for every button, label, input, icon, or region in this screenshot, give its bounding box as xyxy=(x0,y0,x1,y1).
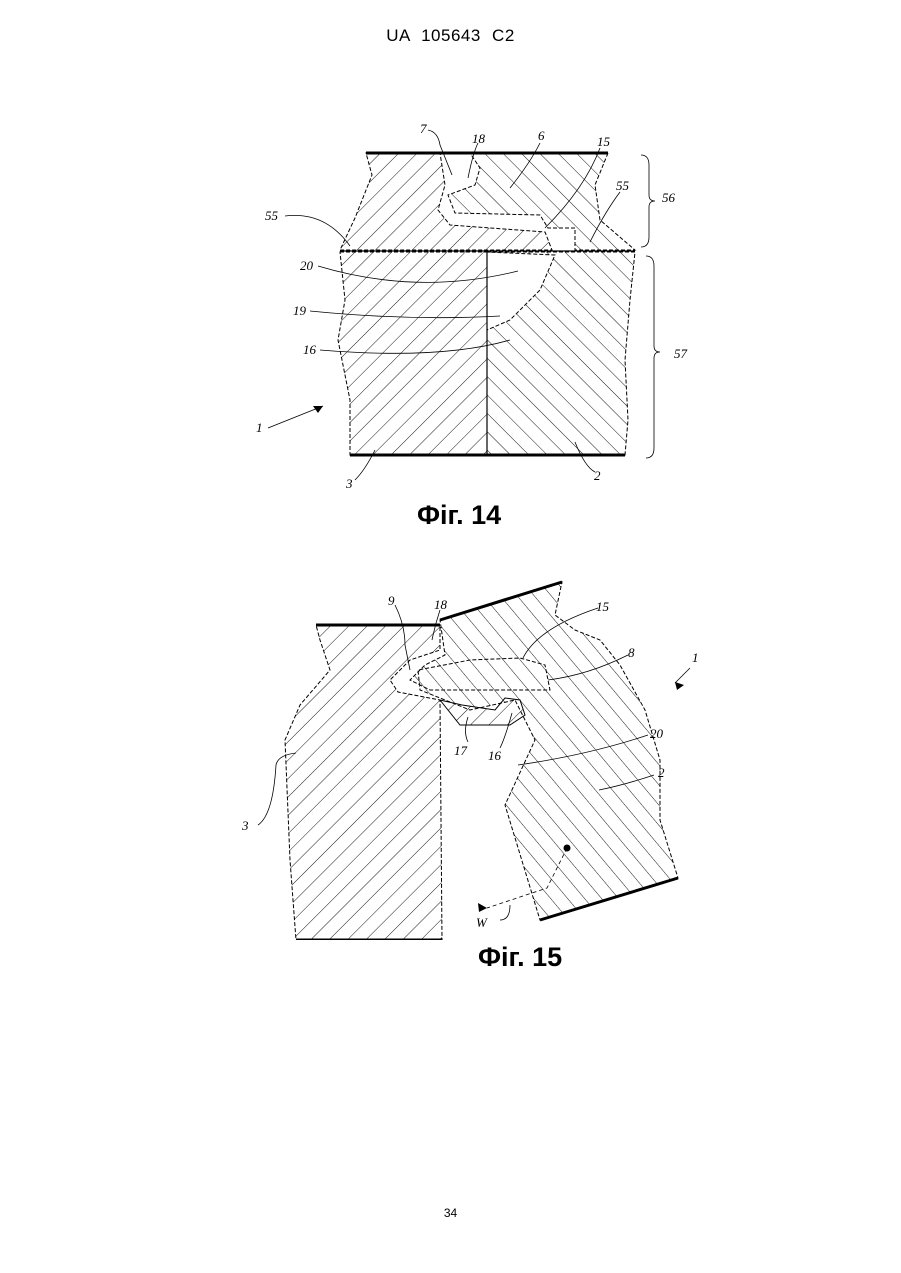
label-1b: 1 xyxy=(692,650,699,665)
label-2b: 2 xyxy=(658,765,665,780)
label-16: 16 xyxy=(303,342,317,357)
figure-15-caption: Фіг. 15 xyxy=(478,942,562,973)
arrow-head-w xyxy=(478,903,487,912)
label-55-right: 55 xyxy=(616,178,630,193)
page-number: 34 xyxy=(0,1206,901,1220)
figure-15: 9 18 15 8 1 17 16 20 2 3 W xyxy=(0,575,901,940)
label-17: 17 xyxy=(454,743,468,758)
label-6: 6 xyxy=(538,128,545,143)
label-16b: 16 xyxy=(488,748,502,763)
label-19: 19 xyxy=(293,303,307,318)
label-7: 7 xyxy=(420,121,427,136)
label-2: 2 xyxy=(594,468,601,483)
label-15b: 15 xyxy=(596,599,610,614)
label-20b: 20 xyxy=(650,726,664,741)
label-18: 18 xyxy=(472,131,486,146)
label-56: 56 xyxy=(662,190,676,205)
label-8: 8 xyxy=(628,645,635,660)
label-1: 1 xyxy=(256,420,263,435)
label-9: 9 xyxy=(388,593,395,608)
arrow-head-1b xyxy=(675,682,684,690)
figure-14-caption: Фіг. 14 xyxy=(417,500,501,531)
label-15: 15 xyxy=(597,134,611,149)
panel-bottom-right xyxy=(487,252,635,455)
label-57: 57 xyxy=(674,346,688,361)
label-w: W xyxy=(476,915,488,930)
label-20: 20 xyxy=(300,258,314,273)
figure-15-drawing: 9 18 15 8 1 17 16 20 2 3 W xyxy=(0,575,901,940)
label-3b: 3 xyxy=(241,818,249,833)
figure-14-drawing: 7 18 6 15 55 55 56 57 20 19 16 1 3 2 xyxy=(0,120,901,490)
label-55-left: 55 xyxy=(265,208,279,223)
patent-header: UA 105643 C2 xyxy=(0,26,901,46)
label-18b: 18 xyxy=(434,597,448,612)
figure-14: 7 18 6 15 55 55 56 57 20 19 16 1 3 2 xyxy=(0,120,901,490)
label-3: 3 xyxy=(345,476,353,490)
panel-2 xyxy=(410,582,678,920)
